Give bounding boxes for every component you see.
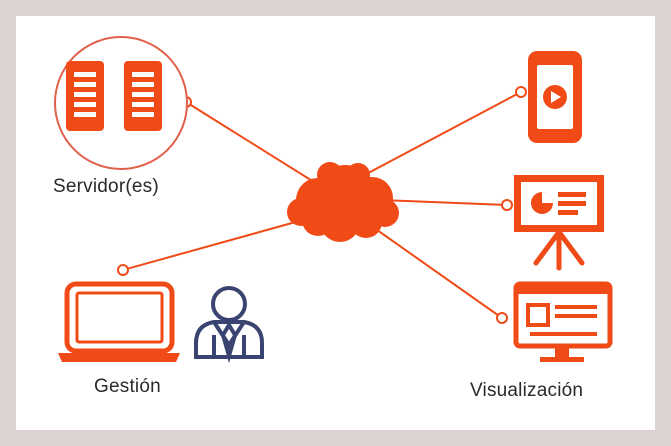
laptop-icon [58, 281, 180, 362]
management-label: Gestión [94, 376, 161, 397]
link-presentation-cloud [379, 199, 508, 206]
connector-dot-monitor [496, 312, 508, 324]
person-icon [194, 286, 264, 364]
visualization-label: Visualización [470, 380, 584, 401]
phone-video-icon [528, 51, 582, 143]
connector-dot-laptop [117, 264, 129, 276]
servers-label: Servidor(es) [53, 176, 159, 197]
link-phone-cloud [354, 91, 522, 181]
cloud-icon [287, 162, 399, 242]
link-servers-cloud [185, 101, 331, 193]
link-monitor-cloud [369, 224, 503, 319]
connector-dots [117, 86, 527, 324]
link-laptop-cloud [122, 217, 311, 271]
connection-lines [122, 91, 522, 319]
presentation-board-icon [514, 175, 604, 271]
server-rack-icon [54, 36, 188, 170]
desktop-monitor-icon [513, 281, 613, 362]
connector-dot-presentation [501, 199, 513, 211]
connector-dot-phone [515, 86, 527, 98]
